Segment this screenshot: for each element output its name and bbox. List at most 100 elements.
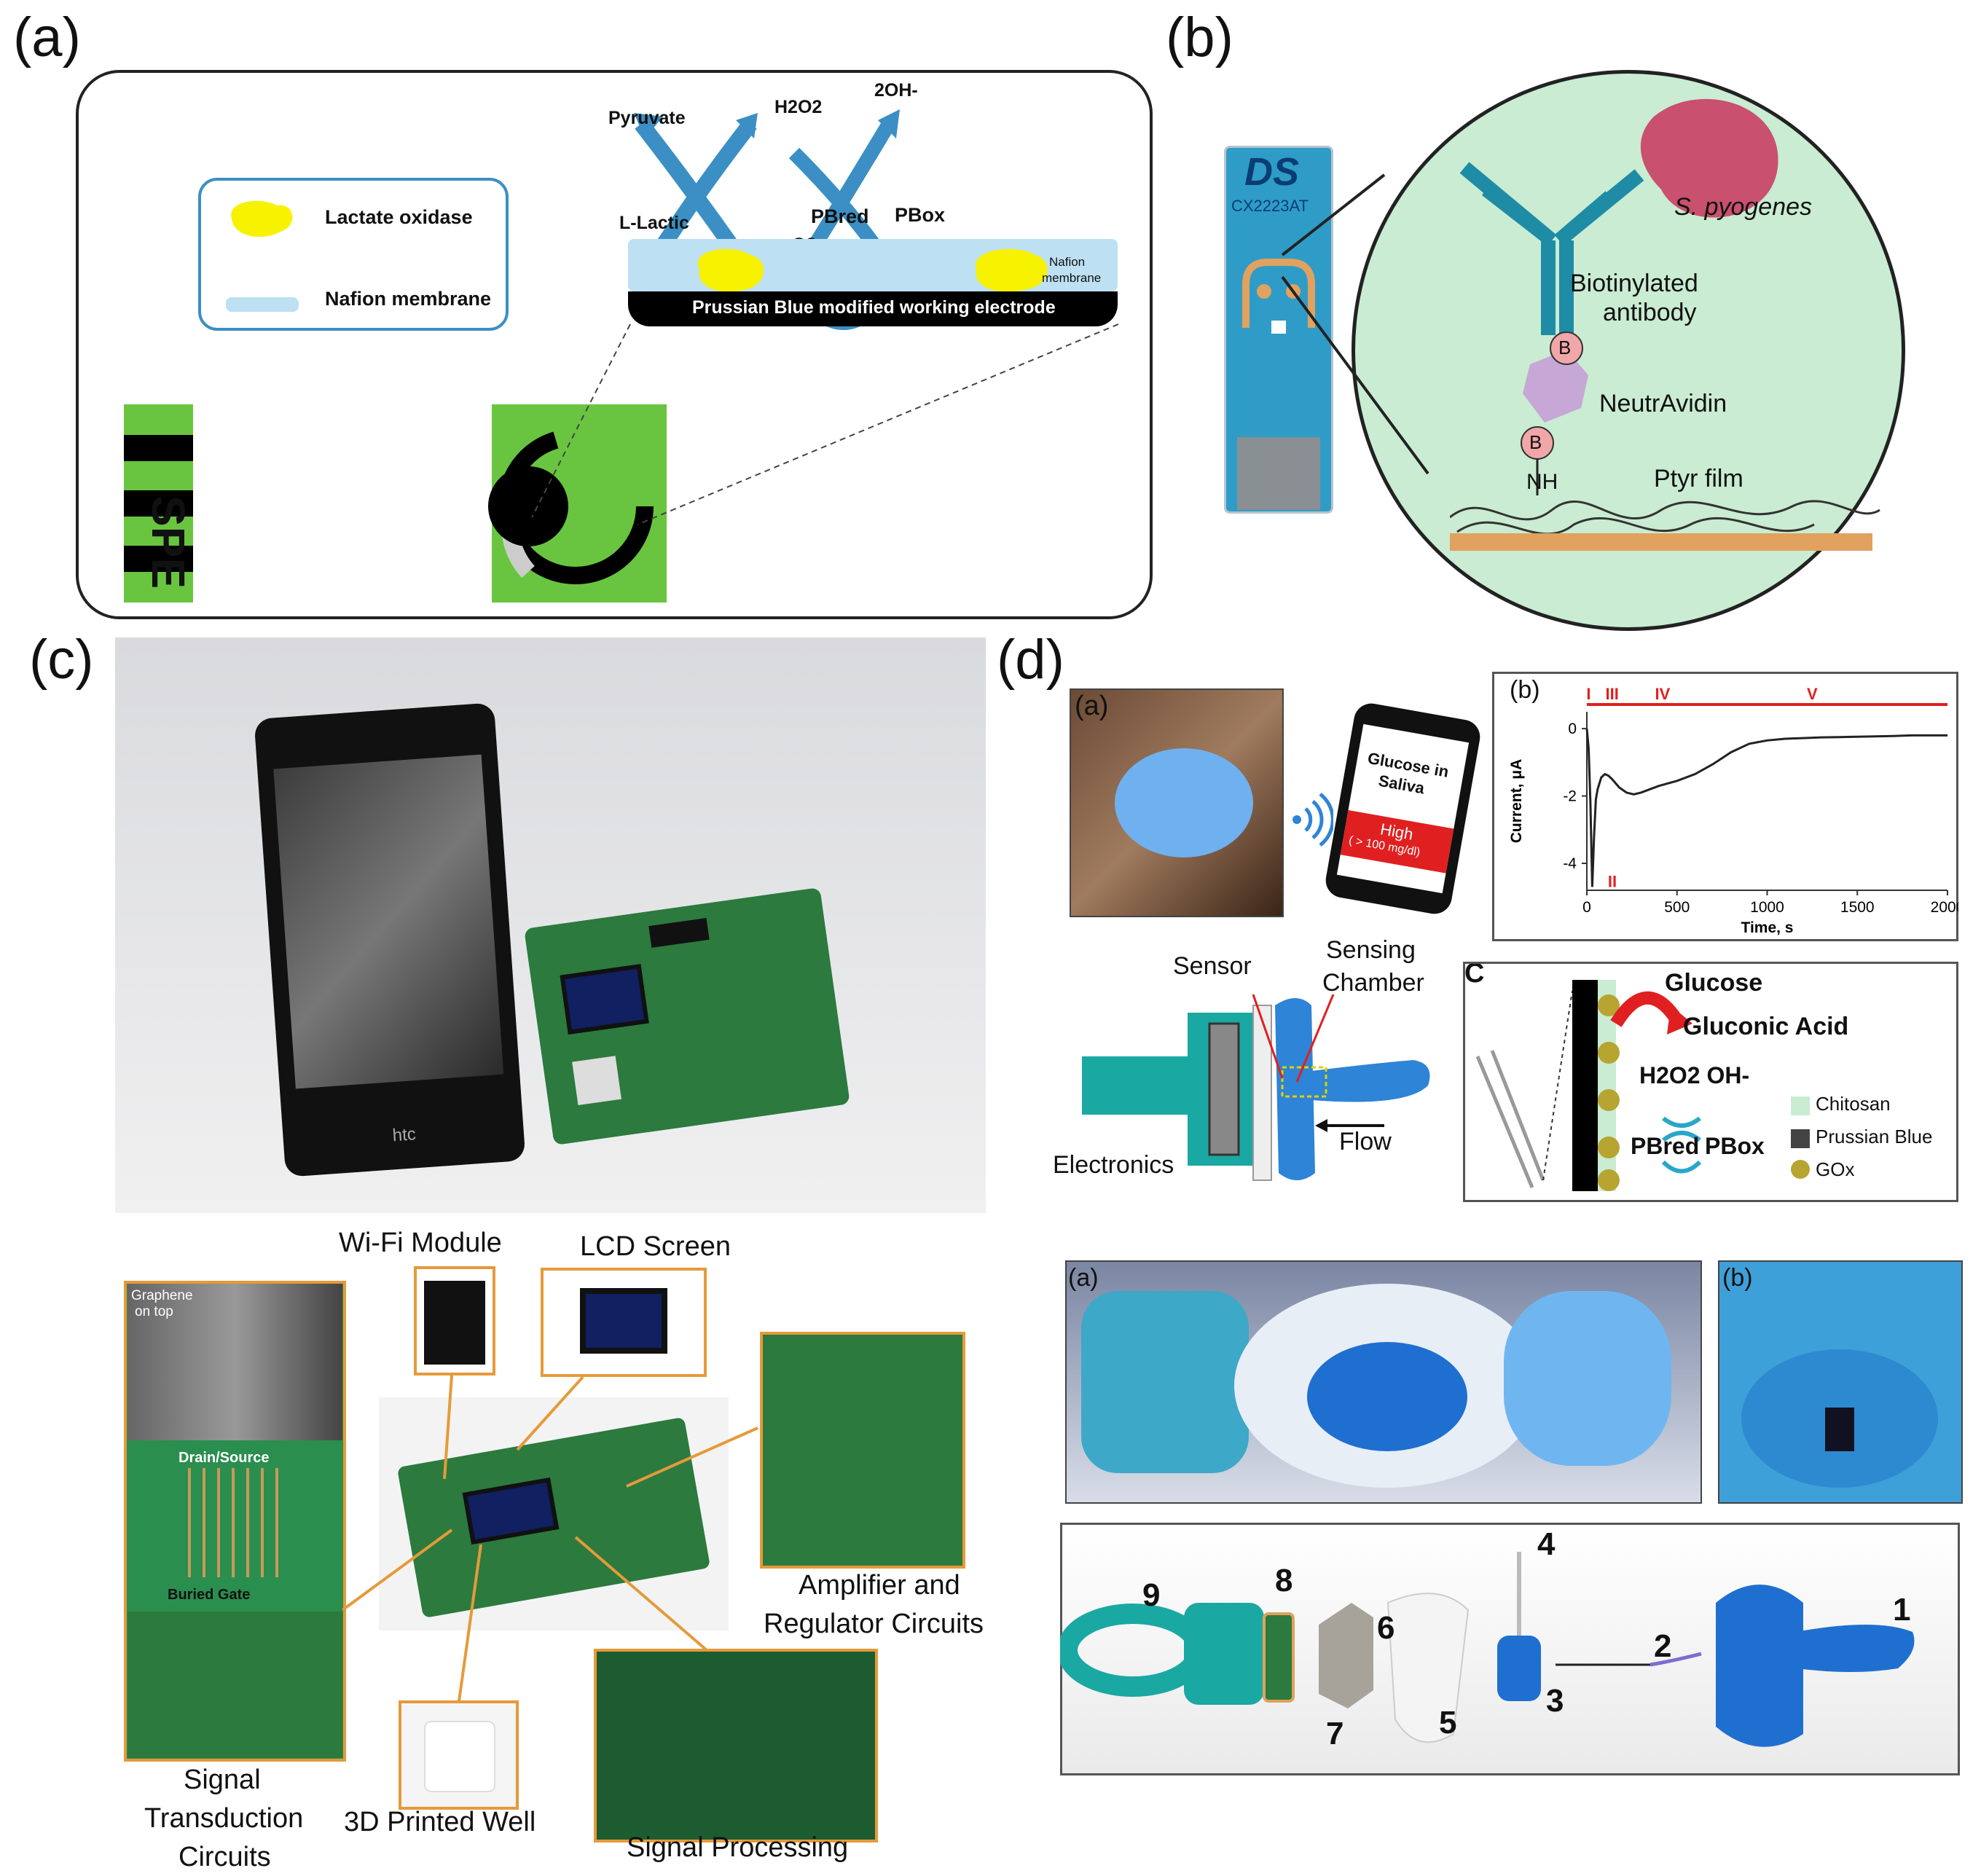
part-number-1: 1 xyxy=(1893,1592,1911,1628)
part-number-2: 2 xyxy=(1654,1628,1672,1664)
label-h2o2: H2O2 xyxy=(774,97,823,117)
lcd-screen-part xyxy=(580,1288,667,1354)
wifi-signal-icon xyxy=(1292,793,1333,847)
transduction-board xyxy=(128,1612,342,1758)
label-l-lactic: L-Lactic xyxy=(619,213,689,233)
panel-label-b: (b) xyxy=(1166,7,1233,68)
sensor-closeup-photo xyxy=(1718,1260,1963,1504)
label-spe: SPE xyxy=(142,495,195,589)
label-membrane-small: membrane xyxy=(1042,271,1102,285)
phone-device-photo: htc xyxy=(115,637,986,1213)
biotin-b1 xyxy=(1550,331,1583,365)
legend-swatches xyxy=(226,200,299,312)
label-wifi-module: Wi-Fi Module xyxy=(339,1228,502,1258)
x-axis-label: Time, s xyxy=(1741,919,1794,936)
label-drain-source: Drain/Source xyxy=(179,1450,270,1466)
label-graphene-1: Graphene xyxy=(131,1288,193,1303)
label-pbred-d: PBred xyxy=(1631,1133,1700,1159)
label-graphene-2: on top xyxy=(135,1304,173,1319)
label-3d-well: 3D Printed Well xyxy=(344,1807,536,1837)
label-antibody: antibody xyxy=(1603,299,1697,326)
label-regulator: Regulator Circuits xyxy=(764,1609,984,1639)
strip-code: CX2223AT xyxy=(1231,197,1309,215)
label-transduction: Transduction xyxy=(144,1803,304,1834)
pcb-well xyxy=(572,1056,621,1105)
phone-app: Glucose in Saliva High ( > 100 mg/dl) xyxy=(1322,700,1483,917)
sub-label-b-chart: (b) xyxy=(1510,676,1540,704)
neutravidin-shape xyxy=(1523,350,1588,423)
label-amplifier: Amplifier and xyxy=(799,1570,960,1601)
assembled-board-photo xyxy=(379,1397,729,1630)
substrate xyxy=(1450,533,1872,551)
label-electronics: Electronics xyxy=(1053,1151,1174,1179)
legend-box xyxy=(198,178,509,331)
zoom-lines xyxy=(531,323,1119,525)
sem-image xyxy=(128,1284,342,1440)
wifi-module-chip xyxy=(424,1281,485,1365)
reaction-c-diagram xyxy=(1475,980,1810,1191)
b-mark-1: B xyxy=(1558,337,1572,358)
bacteria-shape xyxy=(1640,98,1778,218)
label-pb-red: PBred xyxy=(811,205,869,227)
panel-label-a: (a) xyxy=(13,7,81,68)
part-number-8: 8 xyxy=(1275,1563,1293,1598)
label-pathogen: S. pyogenes xyxy=(1674,193,1813,221)
antibody-shape xyxy=(1459,162,1644,335)
ptyr-film xyxy=(1450,500,1880,521)
lactate-oxidase-swatch xyxy=(231,200,293,238)
x-tick-label: 0 xyxy=(1582,899,1591,916)
label-biotinylated: Biotinylated xyxy=(1570,270,1698,297)
processing-box xyxy=(594,1649,878,1842)
label-pyruvate: Pyruvate xyxy=(608,108,686,128)
label-neutravidin: NeutrAvidin xyxy=(1599,390,1727,417)
legend-chitosan: Chitosan xyxy=(1816,1093,1891,1115)
y-tick-label: -4 xyxy=(1563,855,1577,872)
label-circuits: Circuits xyxy=(179,1842,271,1872)
label-ptyr-film: Ptyr film xyxy=(1654,465,1743,492)
panel-label-d: (d) xyxy=(997,629,1064,691)
pcb-connector xyxy=(648,918,710,948)
label-sensing: Sensing xyxy=(1326,936,1416,964)
part-number-7: 7 xyxy=(1326,1716,1344,1751)
electrode-fingers xyxy=(188,1468,278,1577)
x-tick-label: 1500 xyxy=(1840,899,1875,916)
zoom-lines-b xyxy=(1281,173,1429,475)
pacifier-photo xyxy=(1065,1260,1702,1504)
sub-label-b-photo: (b) xyxy=(1722,1264,1753,1292)
nafion-swatch xyxy=(226,297,299,312)
part-number-5: 5 xyxy=(1439,1705,1457,1740)
phase-label-ii: II xyxy=(1608,873,1617,891)
pcb-board xyxy=(524,887,850,1146)
label-lcd-screen: LCD Screen xyxy=(580,1231,731,1262)
y-tick-label: 0 xyxy=(1568,721,1577,737)
b-mark-2: B xyxy=(1529,431,1542,453)
y-tick-label: -2 xyxy=(1563,788,1577,805)
label-h2o2-oh: H2O2 OH- xyxy=(1639,1062,1750,1088)
x-tick-label: 1000 xyxy=(1750,899,1784,916)
legend-gox: GOx xyxy=(1816,1158,1855,1180)
pacifier-cross-section xyxy=(1082,994,1430,1181)
label-signal: Signal xyxy=(184,1765,261,1795)
working-electrode xyxy=(628,291,1118,326)
legend-lactate-oxidase: Lactate oxidase xyxy=(325,206,473,228)
sub-label-a-top: (a) xyxy=(1075,691,1109,721)
lactate-oxidase-blobs xyxy=(697,248,1048,292)
label-nh: NH xyxy=(1526,470,1558,494)
label-2oh: 2OH- xyxy=(874,80,918,101)
label-nafion-small: Nafion xyxy=(1049,255,1086,269)
label-pb-ox: PBox xyxy=(895,204,946,226)
exploded-view xyxy=(1060,1552,1915,1747)
label-chamber: Chamber xyxy=(1322,969,1424,997)
phase-label: IV xyxy=(1655,685,1671,703)
x-tick-label: 500 xyxy=(1664,899,1690,916)
label-sensor: Sensor xyxy=(1173,952,1252,980)
printed-well-part xyxy=(424,1721,495,1792)
current-series-line xyxy=(1585,728,1947,887)
connector-lines xyxy=(342,1375,758,1702)
current-chart-frame xyxy=(1492,672,1958,941)
phase-label: I xyxy=(1586,685,1590,703)
pacifier-hand-photo xyxy=(1070,688,1284,917)
strip-brand: DS xyxy=(1244,150,1300,194)
